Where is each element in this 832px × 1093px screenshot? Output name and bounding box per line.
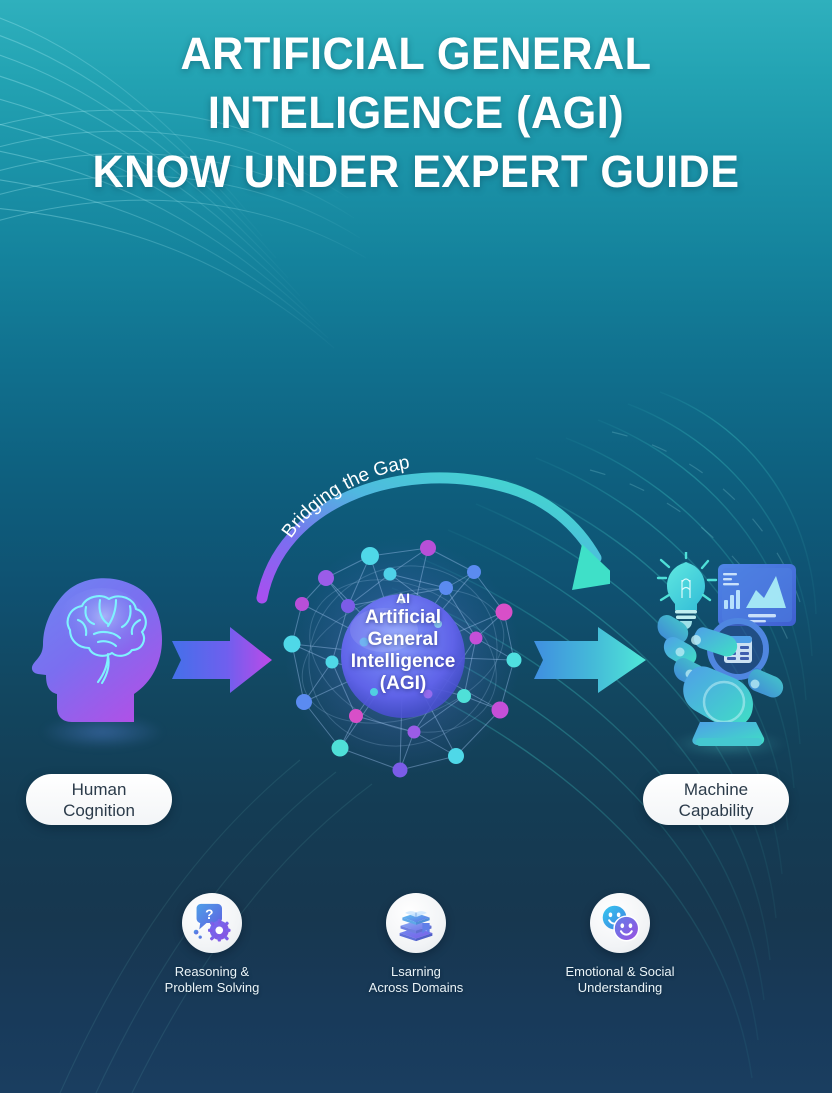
core-highlight [350, 608, 418, 652]
feature-label: Emotional & Social Understanding [565, 964, 675, 995]
pill-line-2: Cognition [63, 800, 135, 820]
books-stack-icon [399, 911, 433, 942]
brain-outline [66, 595, 147, 685]
head-inner-glow [54, 588, 150, 672]
feature-label: Lsarning Across Domains [368, 964, 464, 995]
poster-title: ARTIFICIAL GENERAL INTELIGENCE (AGI) KNO… [0, 24, 832, 201]
question-gear-icon: ? [193, 903, 231, 942]
feature-emotional[interactable]: Emotional & Social Understanding [546, 893, 694, 996]
pill-line-2: Capability [678, 800, 754, 820]
neural-network-sphere-icon [278, 534, 528, 778]
feature-badge [590, 893, 650, 953]
arrow-agi-to-machine [534, 623, 646, 697]
pill-line-1: Human [71, 779, 127, 799]
right-arrow-icon [534, 627, 646, 693]
human-cognition-pill[interactable]: Human Cognition [26, 774, 172, 825]
feature-label: Reasoning & Problem Solving [164, 964, 260, 995]
pill-line-1: Machine [683, 779, 749, 799]
robot-hand-analytics-icon [652, 550, 804, 748]
smiley-faces-icon [602, 905, 640, 942]
analytics-panel-icon [718, 564, 796, 626]
machine-capability-pill[interactable]: Machine Capability [643, 774, 789, 825]
title-line-2: INTELIGENCE (AGI) [207, 87, 625, 138]
right-arrow-icon [172, 627, 272, 693]
feature-row: ? [0, 893, 832, 996]
title-line-3: KNOW UNDER EXPERT GUIDE [92, 146, 740, 197]
svg-text:?: ? [205, 907, 213, 922]
feature-learning[interactable]: Lsarning Across Domains [342, 893, 490, 996]
human-head-brain-icon [24, 570, 176, 740]
feature-reasoning[interactable]: ? [138, 893, 286, 996]
feature-badge: ? [182, 893, 242, 953]
feature-badge [386, 893, 446, 953]
arrow-human-to-agi [172, 623, 272, 697]
title-line-1: ARTIFICIAL GENERAL [180, 28, 652, 79]
